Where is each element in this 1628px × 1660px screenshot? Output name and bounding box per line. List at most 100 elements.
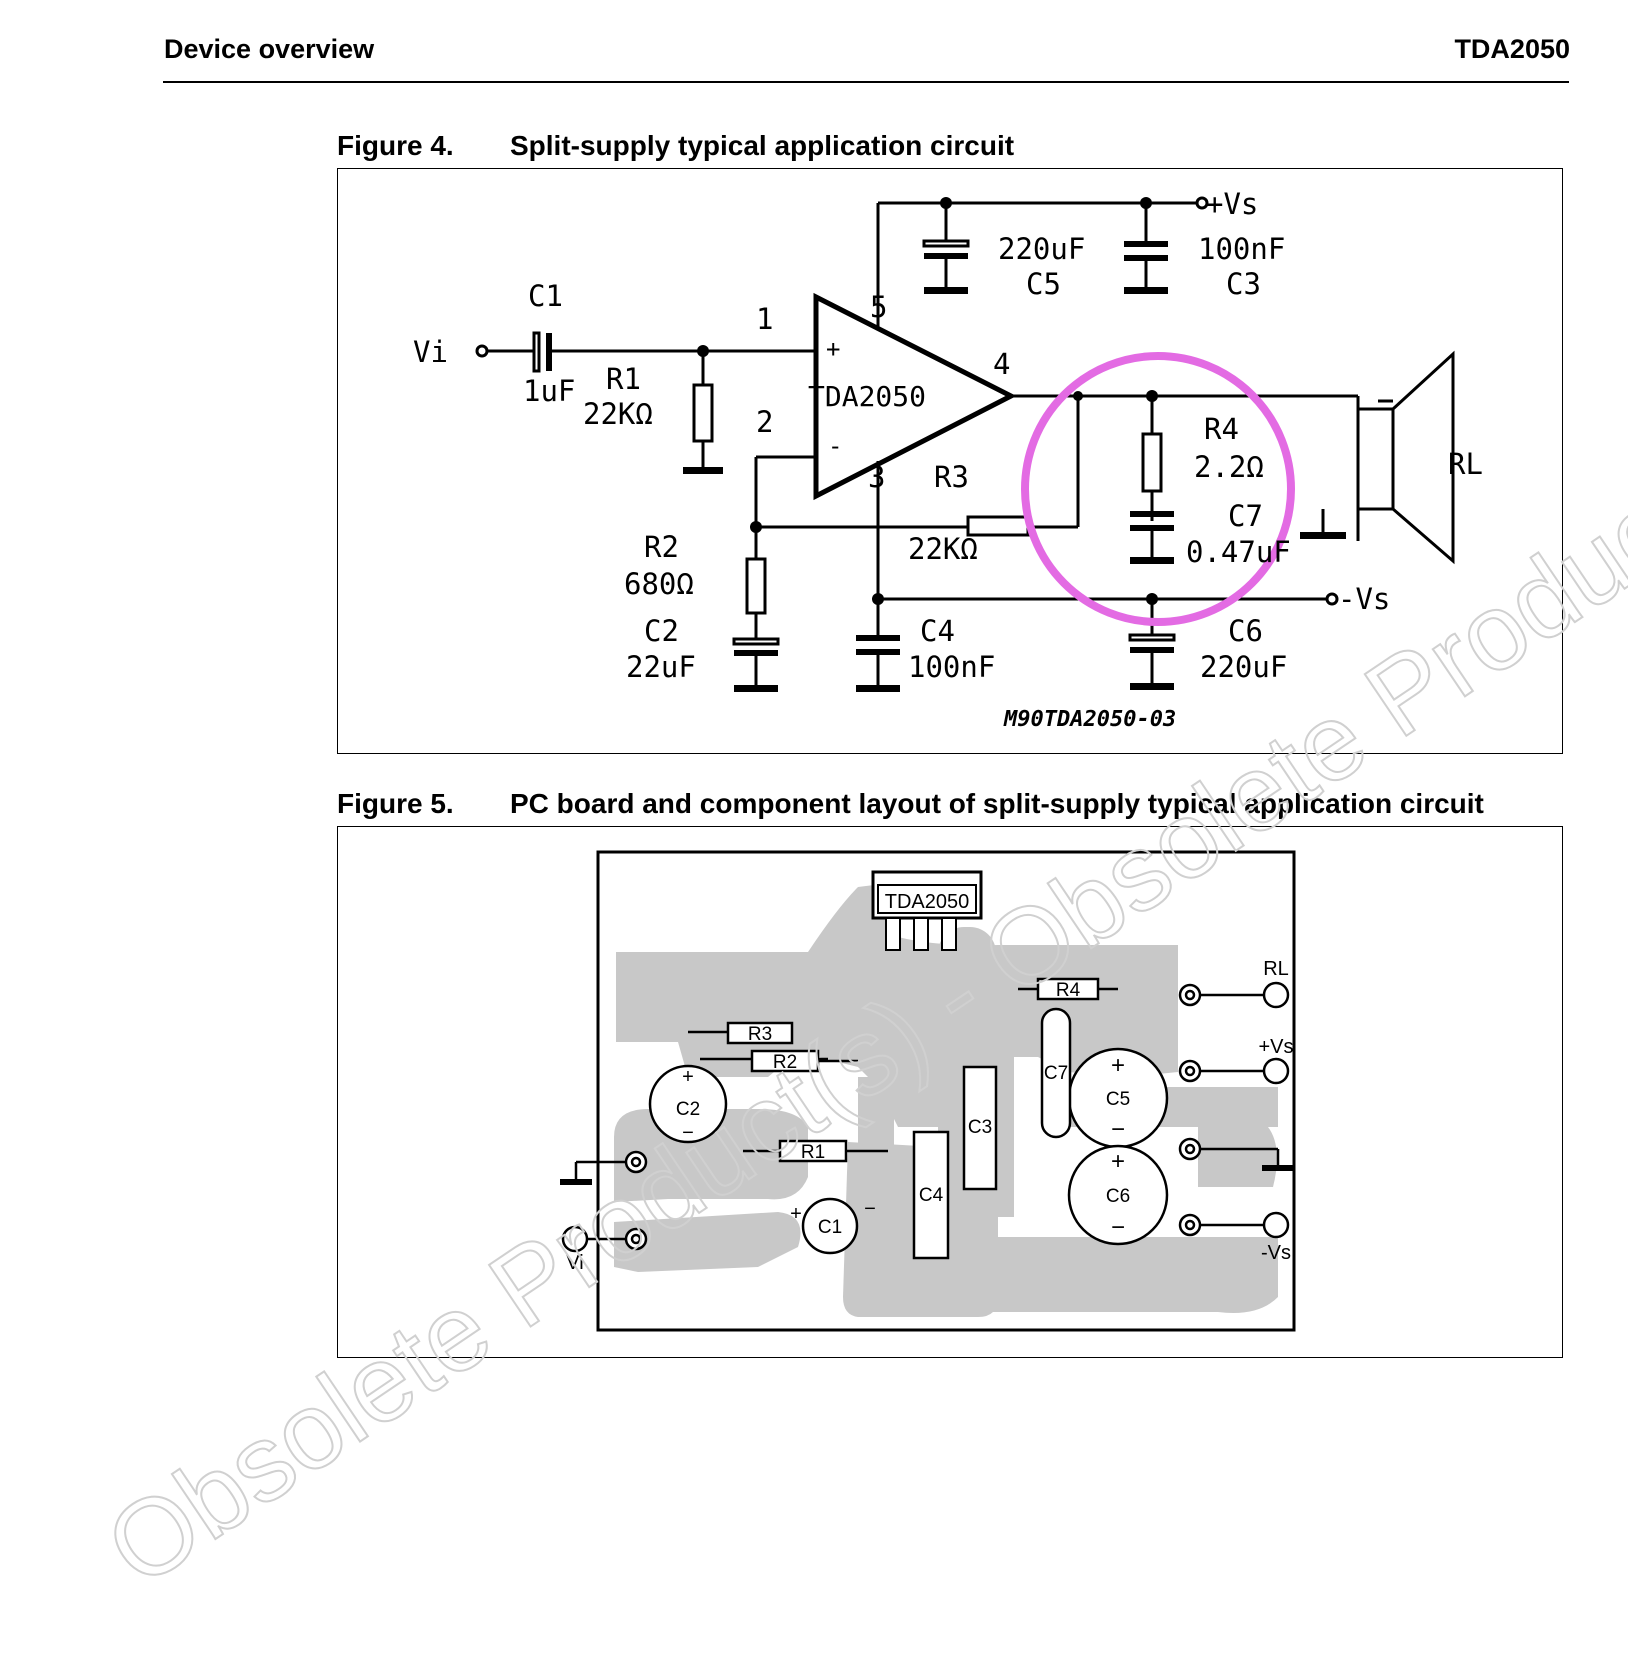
figure4-schematic: Vi C1 1uF R1 22KΩ 1 2 5 4 3 + - TDA2050 … bbox=[337, 168, 1563, 754]
r3-value: 22KΩ bbox=[908, 532, 978, 566]
speaker-icon bbox=[1356, 407, 1395, 511]
figure4-number: Figure 4. bbox=[337, 130, 454, 161]
c4-ref: C4 bbox=[920, 614, 955, 648]
c7-capacitor bbox=[1130, 511, 1174, 564]
c5-capacitor bbox=[922, 239, 970, 294]
figure5-number: Figure 5. bbox=[337, 788, 454, 819]
plus-input-label: + bbox=[826, 335, 840, 363]
c2-capacitor bbox=[732, 637, 780, 692]
c2-plus: + bbox=[682, 1066, 694, 1088]
c2-minus: − bbox=[682, 1122, 694, 1144]
pcb-c3-label: C3 bbox=[968, 1117, 992, 1138]
vs-neg-terminal bbox=[1325, 592, 1339, 606]
c7-ref: C7 bbox=[1228, 499, 1263, 533]
r3-ref: R3 bbox=[934, 460, 969, 494]
vi-pcb-terminal bbox=[561, 1225, 589, 1253]
pcb-c1-label: C1 bbox=[818, 1217, 842, 1238]
vi-label: Vi bbox=[413, 335, 448, 369]
tda2050-amplifier bbox=[813, 292, 1017, 501]
figure5-title: PC board and component layout of split-s… bbox=[510, 788, 1484, 819]
vs-neg-label: -Vs bbox=[1338, 582, 1390, 616]
vi-terminal bbox=[475, 344, 489, 358]
figure5-caption: Figure 5. PC board and component layout o… bbox=[337, 788, 1484, 820]
pin1-label: 1 bbox=[756, 302, 773, 336]
rl-pcb-label: RL bbox=[1263, 958, 1289, 980]
r4-ref: R4 bbox=[1204, 412, 1239, 446]
r1-resistor bbox=[692, 383, 714, 443]
vs-pos-terminal bbox=[1195, 196, 1209, 210]
figure5-pcb-layout: TDA2050 R3 R2 R1 R4 bbox=[337, 826, 1563, 1358]
r2-resistor bbox=[745, 557, 767, 615]
vs-neg-pcb-terminal bbox=[1262, 1211, 1290, 1239]
pin2-label: 2 bbox=[756, 405, 773, 439]
c6-capacitor bbox=[1128, 633, 1176, 690]
c3-value: 100nF bbox=[1198, 232, 1285, 266]
pcb-c6 bbox=[1067, 1144, 1169, 1246]
drawing-code: M90TDA2050-03 bbox=[1003, 707, 1176, 732]
vs-pos-pcb-label: +Vs bbox=[1258, 1036, 1293, 1058]
c6-minus: − bbox=[1111, 1214, 1125, 1241]
pcb-c2-label: C2 bbox=[676, 1099, 700, 1120]
c7-value: 0.47uF bbox=[1186, 535, 1291, 569]
pin3-label: 3 bbox=[868, 460, 885, 494]
vs-pos-label: +Vs bbox=[1206, 187, 1258, 221]
pin5-label: 5 bbox=[870, 290, 887, 324]
c1-plus: + bbox=[790, 1203, 802, 1225]
pcb-r3 bbox=[726, 1021, 794, 1045]
c5-value: 220uF bbox=[998, 232, 1085, 266]
pcb-c6-label: C6 bbox=[1106, 1186, 1130, 1207]
pcb-c5-label: C5 bbox=[1106, 1089, 1130, 1110]
vs-pos-pcb-terminal bbox=[1262, 1057, 1290, 1085]
pcb-ic-label: TDA2050 bbox=[885, 891, 970, 913]
c1-value: 1uF bbox=[523, 374, 575, 408]
part-number: TDA2050 bbox=[1454, 34, 1570, 64]
c3-capacitor bbox=[1124, 241, 1168, 294]
pcb-r1-label: R1 bbox=[801, 1142, 825, 1163]
ground-icon bbox=[683, 467, 723, 474]
highlight-circle bbox=[1021, 352, 1295, 626]
figure4-caption: Figure 4. Split-supply typical applicatio… bbox=[337, 130, 1014, 162]
pin4-label: 4 bbox=[993, 347, 1010, 381]
r4-value: 2.2Ω bbox=[1194, 450, 1264, 484]
vi-pcb-label: Vi bbox=[566, 1252, 583, 1274]
c6-plus: + bbox=[1111, 1148, 1125, 1175]
c6-value: 220uF bbox=[1200, 650, 1287, 684]
r2-ref: R2 bbox=[644, 530, 679, 564]
r2-value: 680Ω bbox=[624, 567, 694, 601]
pcb-ground-left-icon bbox=[560, 1179, 592, 1185]
c2-value: 22uF bbox=[626, 650, 696, 684]
c6-ref: C6 bbox=[1228, 614, 1263, 648]
ic-name-label: TDA2050 bbox=[808, 380, 926, 413]
c4-capacitor bbox=[856, 635, 900, 692]
header-rule bbox=[163, 81, 1569, 83]
pcb-c4 bbox=[912, 1130, 950, 1260]
c1-ref: C1 bbox=[528, 279, 563, 313]
pcb-r1 bbox=[778, 1139, 848, 1163]
c5-plus: + bbox=[1111, 1052, 1125, 1079]
c4-value: 100nF bbox=[908, 650, 995, 684]
c5-ref: C5 bbox=[1026, 267, 1061, 301]
pcb-c2 bbox=[648, 1064, 728, 1144]
c5-minus: − bbox=[1111, 1116, 1125, 1143]
minus-input-label: - bbox=[828, 432, 842, 460]
pcb-r4 bbox=[1036, 977, 1100, 1001]
vs-neg-pcb-label: -Vs bbox=[1261, 1242, 1291, 1264]
rl-label: RL bbox=[1448, 447, 1483, 481]
c1-capacitor bbox=[532, 331, 552, 373]
pcb-drawing: TDA2050 R3 R2 R1 R4 bbox=[560, 850, 1296, 1332]
c2-ref: C2 bbox=[644, 614, 679, 648]
pcb-ground-right-icon bbox=[1262, 1165, 1294, 1171]
schematic-drawing: Vi C1 1uF R1 22KΩ 1 2 5 4 3 + - TDA2050 … bbox=[413, 187, 1483, 732]
r4-resistor bbox=[1141, 432, 1163, 493]
pcb-r4-label: R4 bbox=[1056, 980, 1081, 1001]
c3-ref: C3 bbox=[1226, 267, 1261, 301]
pcb-r2-label: R2 bbox=[773, 1052, 797, 1073]
figure4-title: Split-supply typical application circuit bbox=[510, 130, 1015, 161]
section-title: Device overview bbox=[164, 34, 375, 64]
r1-value: 22KΩ bbox=[583, 397, 653, 431]
pcb-r3-label: R3 bbox=[748, 1024, 772, 1045]
c1-minus: − bbox=[864, 1198, 876, 1220]
pcb-c7 bbox=[1040, 1007, 1072, 1139]
tda2050-package: TDA2050 bbox=[871, 870, 983, 951]
pcb-c4-label: C4 bbox=[919, 1185, 944, 1206]
